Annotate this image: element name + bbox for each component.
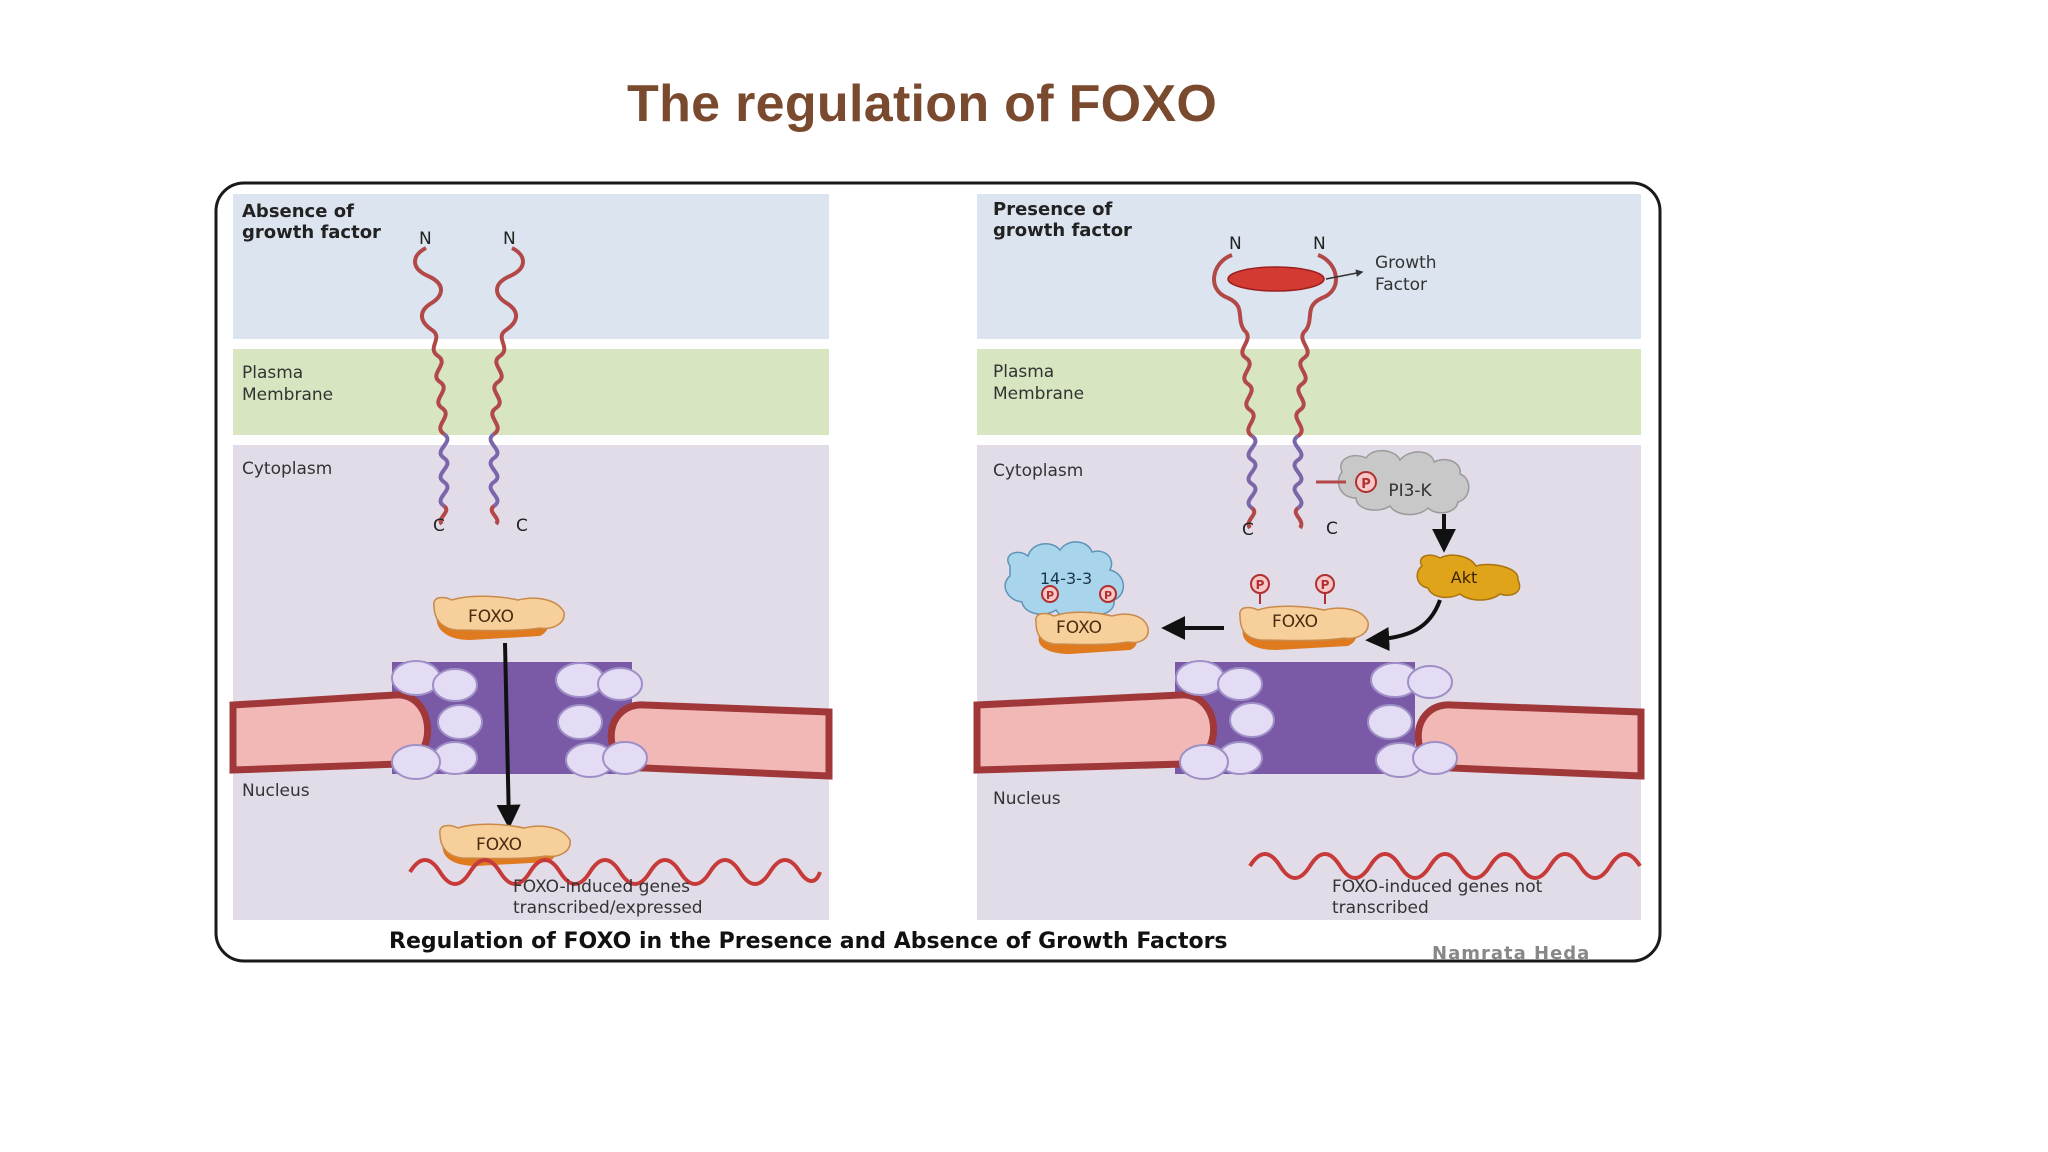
- foxo-phosphorylated-label: FOXO: [1272, 612, 1318, 632]
- left-heading-line-1: Absence of: [242, 201, 354, 222]
- figure-caption: Regulation of FOXO in the Presence and A…: [389, 929, 1228, 954]
- left-cytoplasm-label: Cytoplasm: [242, 459, 332, 479]
- left-receptor-1-c-label: C: [433, 516, 445, 536]
- receptor-phosphate: P: [1355, 471, 1377, 493]
- left-nuclear-pore: [229, 660, 833, 780]
- right-receptor-2-c-label: C: [1326, 519, 1338, 539]
- right-panel-heading: Presence of growth factor: [993, 199, 1132, 241]
- right-membrane-label: Plasma Membrane: [993, 362, 1084, 404]
- left-receptor-2: [488, 246, 525, 526]
- right-nucleus-label: Nucleus: [993, 789, 1061, 809]
- left-extracellular-region: [233, 194, 829, 339]
- complex-foxo-label: FOXO: [1056, 618, 1102, 638]
- svg-text:P: P: [1256, 578, 1265, 592]
- right-genes-line-1: FOXO-induced genes not: [1332, 877, 1543, 897]
- left-foxo-label-top: FOXO: [468, 607, 514, 627]
- left-panel: Absence of growth factor Plasma Membrane…: [229, 194, 833, 920]
- pi3k-label: PI3-K: [1388, 481, 1432, 501]
- akt-to-foxo-arrow: [1365, 599, 1442, 652]
- svg-text:P: P: [1104, 589, 1112, 602]
- right-nuclear-pore: [973, 660, 1645, 780]
- akt-label: Akt: [1451, 568, 1477, 587]
- protein-1433-label: 14-3-3: [1040, 569, 1092, 588]
- left-heading-line-2: growth factor: [242, 222, 381, 243]
- left-receptor-1-n-label: N: [419, 229, 432, 249]
- svg-text:P: P: [1321, 578, 1330, 592]
- slide-title: The regulation of FOXO: [627, 75, 1218, 133]
- left-foxo-label-bottom: FOXO: [476, 835, 522, 855]
- left-receptor-1: [413, 246, 450, 526]
- left-receptor-2-c-label: C: [516, 516, 528, 536]
- foxo-phosphorylated: P P FOXO: [1239, 574, 1369, 650]
- svg-text:P: P: [1361, 477, 1371, 492]
- right-cytoplasm-label: Cytoplasm: [993, 461, 1083, 481]
- right-heading-line-1: Presence of: [993, 199, 1113, 220]
- protein-1433-complex: 14-3-3 P P FOXO: [1004, 541, 1149, 654]
- right-membrane-line-2: Membrane: [993, 384, 1084, 404]
- right-heading-line-2: growth factor: [993, 220, 1132, 241]
- right-panel: Presence of growth factor Plasma Membran…: [973, 194, 1645, 920]
- complex-phosphate-1: [1041, 585, 1059, 603]
- left-genes-caption: FOXO-induced genes transcribed/expressed: [513, 877, 703, 918]
- right-receptor-2-n-label: N: [1313, 234, 1326, 254]
- right-dna-strand: [1248, 852, 1642, 880]
- right-genes-line-2: transcribed: [1332, 898, 1429, 918]
- right-genes-caption: FOXO-induced genes not transcribed: [1332, 877, 1548, 918]
- growth-factor-line-2: Factor: [1375, 275, 1427, 295]
- pi3k-complex: PI3-K: [1337, 449, 1470, 516]
- author-signature: Namrata Heda: [1432, 943, 1590, 964]
- left-foxo-nucleus: FOXO: [439, 823, 571, 866]
- left-panel-heading: Absence of growth factor: [242, 201, 381, 243]
- right-membrane-line-1: Plasma: [993, 362, 1054, 382]
- growth-factor-label: Growth Factor: [1375, 253, 1442, 295]
- svg-text:P: P: [1046, 589, 1054, 602]
- left-foxo-cytoplasm: FOXO: [433, 595, 565, 640]
- right-receptor-2: [1292, 253, 1338, 530]
- left-nuclear-envelope-right: [607, 701, 833, 780]
- left-membrane-label: Plasma Membrane: [242, 363, 333, 405]
- complex-phosphate-2: [1099, 585, 1117, 603]
- right-membrane-region: [977, 349, 1641, 435]
- right-nuclear-envelope-left: [973, 691, 1218, 774]
- left-membrane-region: [233, 349, 829, 435]
- left-dna-strand: [408, 858, 822, 886]
- right-receptor-1-c-label: C: [1242, 520, 1254, 540]
- foxo-phosphate-1: [1250, 574, 1270, 594]
- left-genes-line-1: FOXO-induced genes: [513, 877, 690, 897]
- right-receptor-1: [1212, 253, 1258, 530]
- left-receptor-2-n-label: N: [503, 229, 516, 249]
- growth-factor-line-1: Growth: [1375, 253, 1437, 273]
- akt-kinase: Akt: [1416, 554, 1521, 601]
- right-receptor-1-n-label: N: [1229, 234, 1242, 254]
- left-membrane-line-1: Plasma: [242, 363, 303, 383]
- foxo-phosphate-2: [1315, 574, 1335, 594]
- growth-factor-pointer: [1325, 269, 1364, 280]
- left-nucleus-label: Nucleus: [242, 781, 310, 801]
- left-foxo-import-arrow: [496, 642, 521, 829]
- left-membrane-line-2: Membrane: [242, 385, 333, 405]
- growth-factor-ligand: [1227, 266, 1325, 292]
- left-genes-line-2: transcribed/expressed: [513, 898, 703, 918]
